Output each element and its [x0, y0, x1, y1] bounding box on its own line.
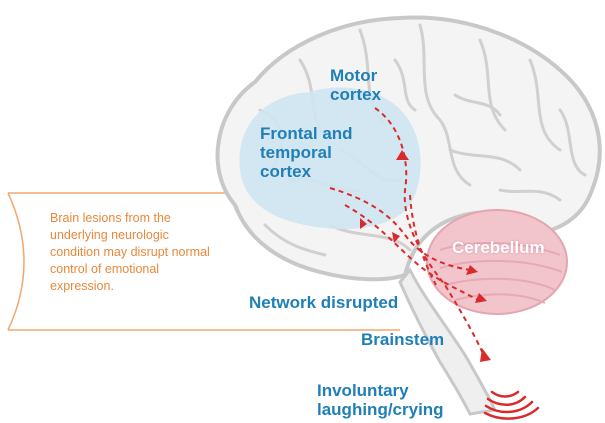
frontal-temporal-label: Frontal and temporal cortex [260, 124, 380, 181]
brainstem-label: Brainstem [361, 330, 471, 349]
network-disrupted-label: Network disrupted [249, 293, 449, 312]
involuntary-laughing-crying-label: Involuntary laughing/crying [317, 381, 467, 419]
cerebellum-label: Cerebellum [452, 238, 592, 257]
frontal-temporal-text: Frontal and temporal cortex [260, 124, 380, 181]
callout-text: Brain lesions from the underlying neurol… [50, 210, 222, 295]
motor-cortex-label: Motor cortex [330, 66, 400, 104]
motor-cortex-text: Motor cortex [330, 66, 400, 104]
involuntary-text: Involuntary laughing/crying [317, 381, 467, 419]
